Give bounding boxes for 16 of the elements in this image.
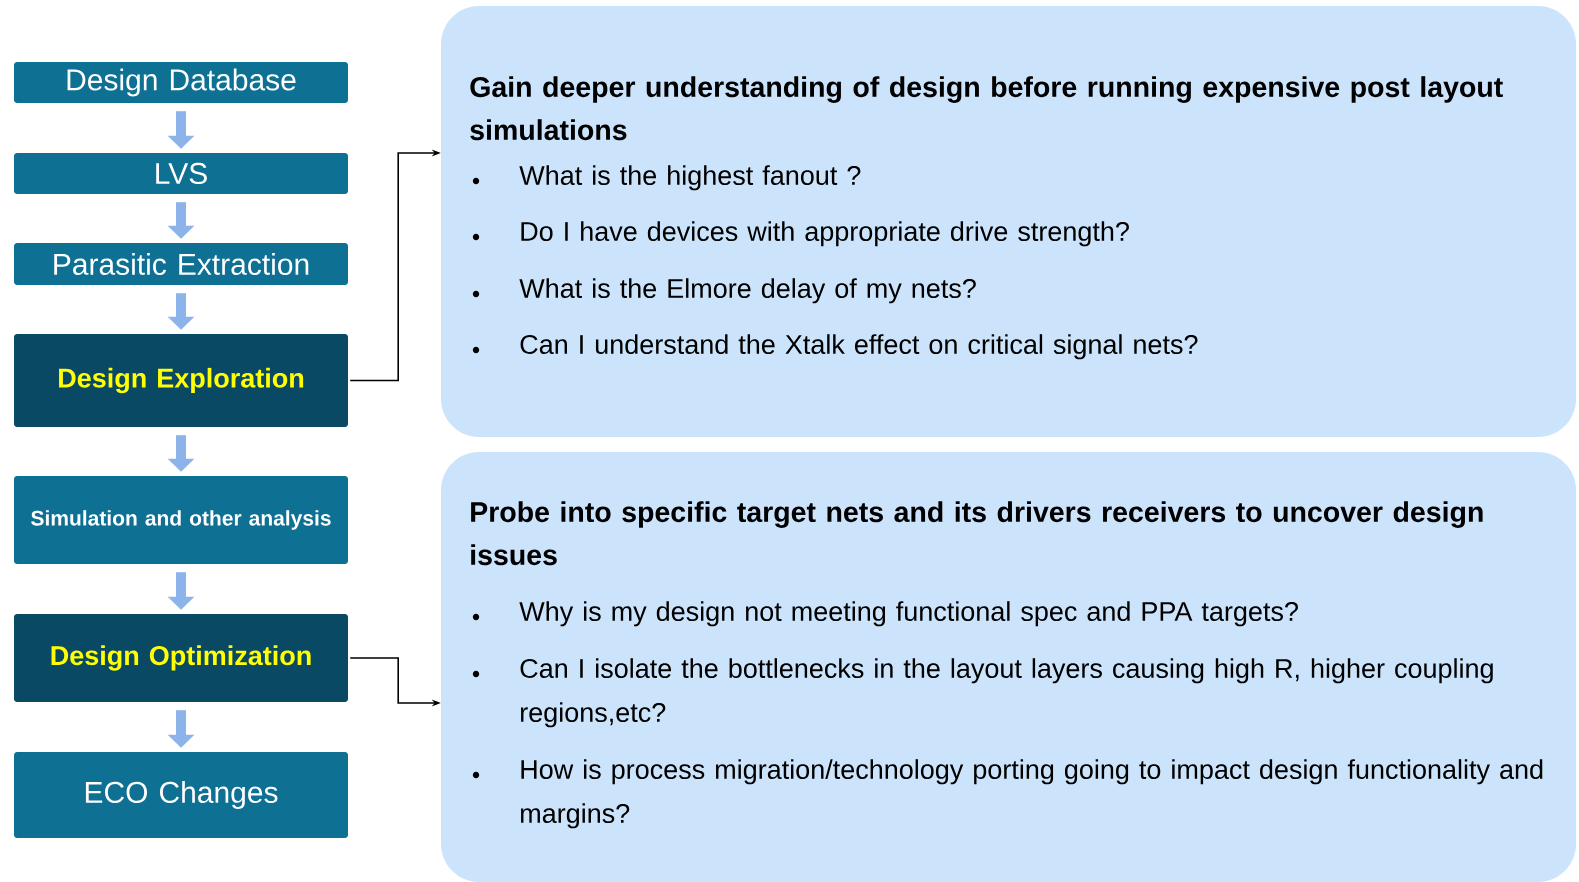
bullet-text: How is process migration/technology porting going to impact design functionality and margins? xyxy=(521,759,1543,829)
process-box: Simulation and other analysis xyxy=(14,476,348,564)
highlighted-box: Design Optimization xyxy=(14,614,348,702)
process-box: Design Database xyxy=(14,62,348,103)
bullet-text: Can I understand the Xtalk effect on critical signal nets? xyxy=(520,334,1198,360)
heading: Gain deeper understanding of design before running expensive post layout simulations xyxy=(470,76,1503,141)
bullet-text: What is the Elmore delay of my nets? xyxy=(519,278,976,304)
bullet-text: Can I isolate the bottlenecks in the layout layers causing high R, higher coupling regions,etc? xyxy=(520,658,1493,728)
process-box: ECO Changes xyxy=(14,752,348,838)
process-box: Parasitic Extraction xyxy=(14,243,348,285)
bullet-text: Why is my design not meeting functional spec and PPA targets? xyxy=(519,601,1298,627)
bullet-text: Do I have devices with appropriate drive strength? xyxy=(521,221,1129,247)
highlighted-box: Design Exploration xyxy=(14,334,348,427)
process-box: LVS xyxy=(14,153,348,194)
heading: Probe into specific target nets and its drivers receivers to uncover design issues xyxy=(471,501,1483,566)
bullet-text: What is the highest fanout ? xyxy=(519,165,861,191)
